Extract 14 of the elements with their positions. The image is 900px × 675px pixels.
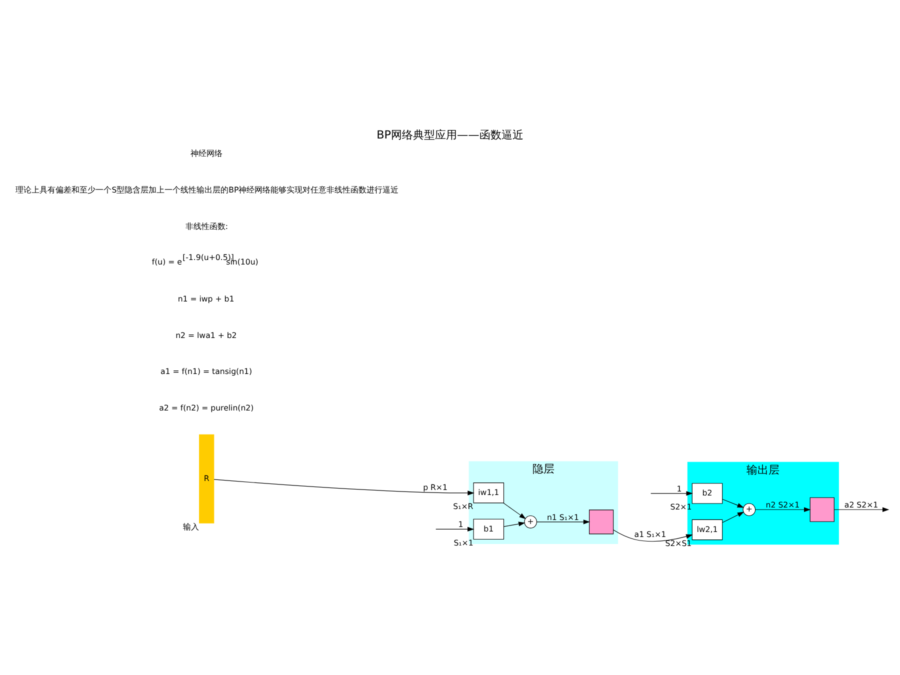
arrow [613,529,693,542]
diagram-title: BP网络典型应用——函数逼近 [376,128,524,141]
arrow [503,502,526,519]
node-box [589,509,614,534]
arrow [650,490,693,496]
arrow [722,511,744,522]
arrow [214,478,474,495]
arrow [755,506,811,512]
arrow [436,526,474,532]
arrow [536,519,590,524]
arrow [834,506,890,512]
arrow [504,521,526,526]
node-box [810,496,834,522]
arrow [722,498,744,508]
